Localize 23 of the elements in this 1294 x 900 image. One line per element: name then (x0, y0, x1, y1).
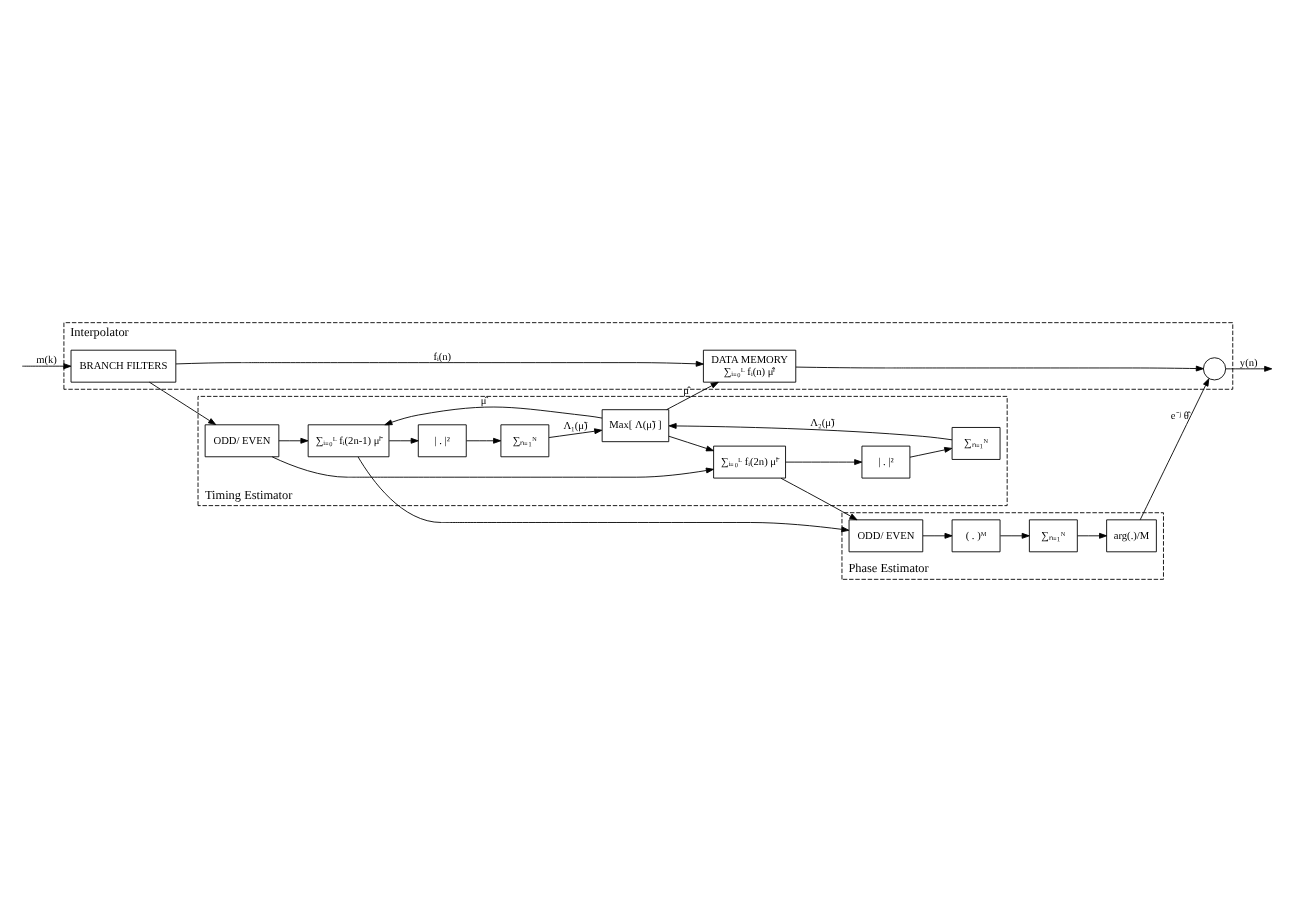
arrow (388, 436, 419, 443)
arrow (785, 458, 863, 465)
arrow (548, 427, 603, 437)
arrow (175, 359, 704, 366)
arrow (909, 445, 953, 457)
arrow (1225, 364, 1273, 371)
arrow (668, 422, 953, 440)
arrow (666, 380, 719, 410)
arrow (271, 455, 714, 477)
node-circle (1203, 356, 1227, 380)
arrow (922, 531, 953, 538)
arrow (21, 362, 72, 369)
arrow (1139, 377, 1210, 520)
arrow (357, 455, 850, 532)
arrow (780, 476, 858, 520)
arrow (278, 436, 309, 443)
arrow (1000, 531, 1030, 538)
arrow (1077, 531, 1108, 538)
arrow (668, 434, 714, 451)
arrow (466, 436, 502, 443)
arrow (384, 405, 603, 425)
arrow (148, 380, 217, 424)
arrow (795, 364, 1204, 371)
